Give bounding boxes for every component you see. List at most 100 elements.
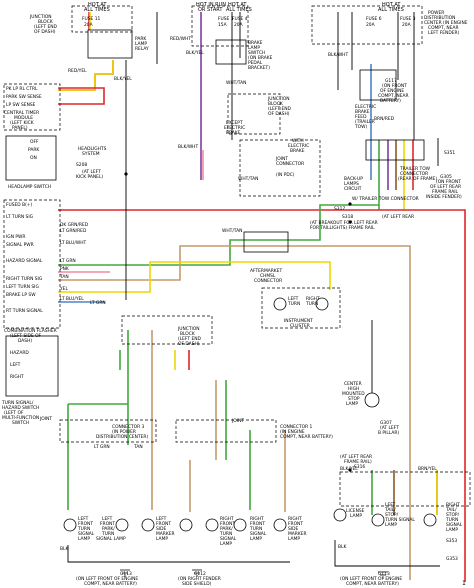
park-lamp-relay <box>87 29 133 59</box>
instrument-cluster-a: INSTRUMENT <box>284 318 313 324</box>
wire-label-blk-2: BLK <box>338 544 346 550</box>
joint-connector-1 <box>175 419 277 443</box>
except-label-a: EXCEPT <box>226 120 243 126</box>
jb3-label-d: OF DASH) <box>178 341 200 347</box>
wire-label-lt-blu-yel: LT BLU/YEL <box>60 296 84 302</box>
wire-label-lt-grn-red: LT GRN/RED <box>60 228 87 234</box>
s316-b: FRAME RAIL) <box>344 459 372 465</box>
rr-tail-e: SIGNAL <box>446 522 463 528</box>
brake-switch-label-a: BRAKE <box>248 40 263 46</box>
right-turn-ind-b: TURN <box>305 301 318 307</box>
central-timer-d: PANEL) <box>12 125 28 131</box>
joint-connector-pdc <box>239 139 321 197</box>
front-lamps-row <box>63 518 287 532</box>
wire-tan-main <box>58 245 411 580</box>
trailer-label-b: CONNECTOR <box>400 171 428 177</box>
wire-label-red-wht: RED/WHT <box>170 36 191 42</box>
wire-label-blk-wht: BLK/WHT <box>178 144 198 150</box>
joint-conn-label-c: (IN PDC) <box>276 172 295 178</box>
headlamp-switch-box <box>5 135 57 181</box>
lr-tail-lamp-icon <box>371 513 385 527</box>
s317-label: S317 <box>334 206 345 212</box>
jc3-c: (IN POWER <box>112 429 136 435</box>
g113-left-c: COMPT, NEAR BATTERY) <box>84 581 137 587</box>
chmsl-c: MOUNTED <box>342 391 365 397</box>
wire-label-tan: TAN <box>59 274 69 280</box>
lf-park-d: TURN <box>101 531 114 537</box>
g305-label-a: G305 <box>440 174 452 180</box>
backup-label-c: CIRCUIT <box>344 186 362 192</box>
g117-box <box>359 69 397 101</box>
g117-label-e: BATTERY) <box>380 98 401 104</box>
rf-side-c: SIDE <box>288 526 298 532</box>
ground-rail-front <box>67 545 290 563</box>
chmsl-b: HIGH <box>348 386 359 392</box>
left-turn-indicator-icon <box>273 297 287 311</box>
jc3-d: DISTRIBUTION CENTER) <box>96 434 148 440</box>
pdc-label-b: DISTRIBUTION <box>424 15 455 21</box>
jb2-label-c: (LEFT END <box>268 106 292 112</box>
left-turn-ind-a: LEFT <box>288 296 299 302</box>
wire-label-wht-tan: WHT/TAN <box>226 80 246 86</box>
fuse-11-label: FUSE 11 <box>82 16 100 22</box>
g113-left-b: (ON LEFT FRONT OF ENGINE <box>76 576 138 582</box>
with-electric-a: WITH <box>292 138 304 144</box>
rf-side-b: FRONT <box>288 521 303 527</box>
wire-layer <box>58 12 466 582</box>
wire-green-main <box>58 204 379 266</box>
joint-connector-3 <box>59 419 157 443</box>
rf-park-c: PARK/ <box>220 526 233 532</box>
rf-side-a: RIGHT <box>288 516 302 522</box>
g113-ground-icon <box>120 569 130 577</box>
jb2-label-d: OF DASH) <box>268 111 290 117</box>
rt-turn-signal-label: RT TURN SIGNAL <box>6 308 43 314</box>
lp-sw-sense: LP SW SENSE <box>6 102 36 108</box>
jc1-d: COMPT, NEAR BATTERY) <box>280 434 333 440</box>
park-relay-label-a: PARK <box>135 36 146 42</box>
g113-right-a: G113 <box>378 571 390 577</box>
wire-label-blk-wht-2: BLK/WHT <box>328 52 348 58</box>
jc1-a: JOINT <box>231 418 244 424</box>
wire-yellow-main <box>58 261 331 293</box>
s208-label: S208 <box>76 162 87 168</box>
rr-tail-b: TAIL/ <box>445 507 457 513</box>
s316-label: S316 <box>354 464 365 470</box>
central-timer-b: MODULE <box>14 115 33 121</box>
g113-right-b: (ON LEFT FRONT OF ENGINE <box>340 576 402 582</box>
trailer-conn-note: W/ TRAILER TOW CONNECTOR <box>352 196 419 202</box>
s208-loc-a: (AT LEFT <box>82 169 101 175</box>
aftermarket-chmsl-box <box>243 231 289 253</box>
lf-park-c: PARK/ <box>102 526 115 532</box>
rear-frame-b: (AT BREAKOUT FOR LEFT REAR <box>310 220 378 226</box>
left-turn-ind-b: TURN <box>287 301 300 307</box>
central-timer-a: CENTRAL TIMER <box>4 110 39 116</box>
rr-tail-lamp-icon <box>423 513 437 527</box>
lf-side-b: FRONT <box>156 521 171 527</box>
rear-frame-a: (AT LEFT REAR <box>382 214 414 220</box>
rr-tail-d: TURN <box>445 517 458 523</box>
jc3-a: JOINT <box>39 416 52 422</box>
instrument-cluster-box <box>261 287 341 329</box>
g112-ground-icon <box>192 569 202 577</box>
all-times-3-label: ALL TIMES <box>378 7 404 13</box>
junction-block-top <box>71 5 133 33</box>
wire-label-brn-red: BRN/RED <box>374 116 395 122</box>
g305-label-d: FRAME RAIL <box>432 189 459 195</box>
wire-red-park <box>58 87 105 105</box>
lt-turn-sig-label: LT TURN SIG <box>6 214 34 220</box>
left-turn-sig-label: LEFT TURN SIG <box>6 284 39 290</box>
fuse-3-amp: 20A <box>402 22 411 28</box>
joint-conn-label-b: CONNECTOR <box>276 161 304 167</box>
rf-side-e: LAMP <box>288 536 300 542</box>
except-label-c: BRAKE <box>226 130 241 136</box>
s351-label: S351 <box>444 150 455 156</box>
lf-turn-e: LAMP <box>78 536 90 542</box>
brake-lamp-switch <box>215 39 247 65</box>
rf-turn-b: FRONT <box>250 521 265 527</box>
fuse-3-label: FUSE 3 <box>400 16 416 22</box>
hazard-label: HAZARD <box>10 350 29 356</box>
g305-label-c: OF LEFT REAR <box>430 184 461 190</box>
s353-label: S353 <box>446 538 457 544</box>
